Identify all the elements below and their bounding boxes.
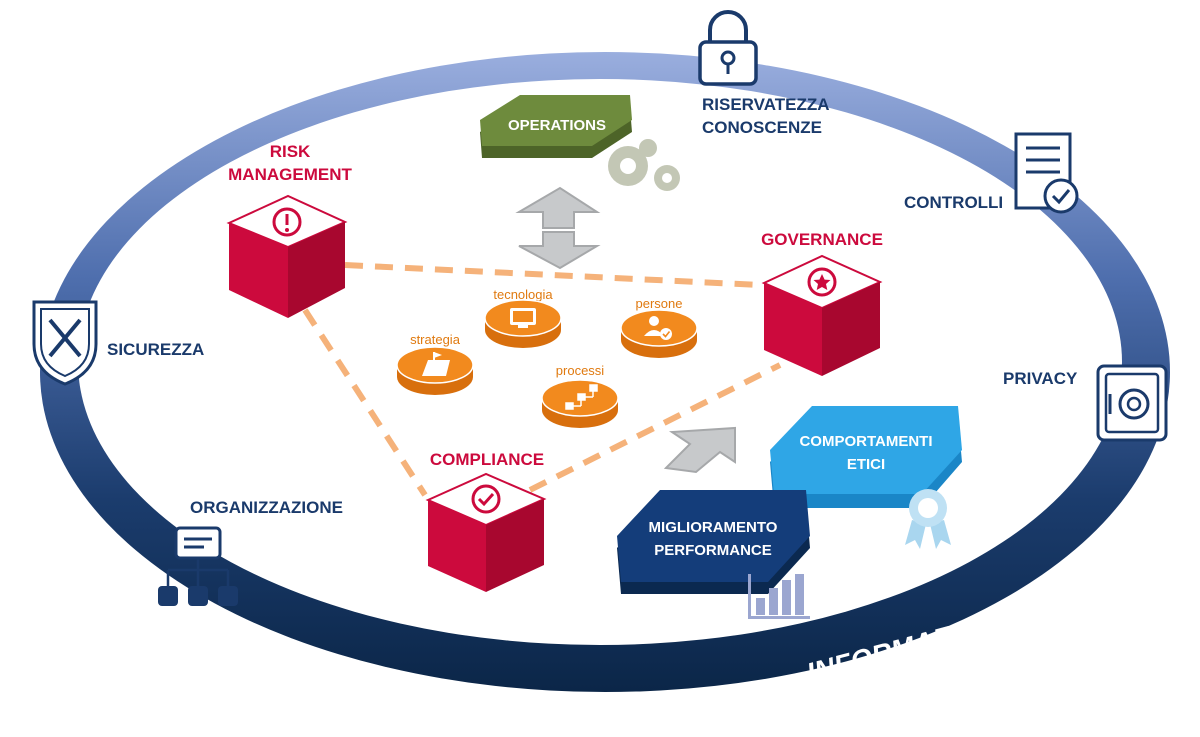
warning-exclamation-icon <box>272 207 302 237</box>
diagonal-arrow-icon <box>663 426 736 474</box>
tecnologia-disc: tecnologia <box>484 287 562 348</box>
checklist-document-icon <box>1014 132 1079 214</box>
strategia-label: strategia <box>410 332 461 347</box>
miglioramento-label-1: MIGLIORAMENTO <box>649 519 778 536</box>
operations-platform: OPERATIONS <box>480 95 632 158</box>
operations-label: OPERATIONS <box>508 117 606 134</box>
persone-label: persone <box>636 296 683 311</box>
comportamenti-label-2: ETICI <box>847 456 885 473</box>
comportamenti-label-1: COMPORTAMENTI <box>799 433 932 450</box>
tecnologia-label: tecnologia <box>493 287 553 302</box>
gears-icon <box>608 139 680 191</box>
sicurezza-label: SICUREZZA <box>107 340 204 359</box>
privacy-label: PRIVACY <box>1003 369 1078 388</box>
shield-swords-icon <box>32 300 98 386</box>
star-badge-icon <box>807 267 837 297</box>
map-flag-icon <box>422 352 450 376</box>
flowchart-icon <box>565 384 598 410</box>
processi-label: processi <box>556 363 605 378</box>
bidirectional-arrow-icon <box>515 186 601 270</box>
miglioramento-label-2: PERFORMANCE <box>654 542 772 559</box>
safe-icon <box>1096 364 1168 442</box>
compliance-label: COMPLIANCE <box>430 450 544 469</box>
controlli-label: CONTROLLI <box>904 193 1003 212</box>
comportamenti-etici-platform: COMPORTAMENTI ETICI <box>770 406 962 508</box>
governance-label: GOVERNANCE <box>761 230 883 249</box>
strategia-disc: strategia <box>396 332 474 395</box>
risk-management-cube <box>226 194 348 318</box>
risk-label-1: RISK <box>270 142 311 161</box>
org-chart-icon <box>158 526 238 606</box>
compliance-cube <box>425 472 547 592</box>
award-ribbon-icon <box>905 489 951 549</box>
monitor-icon <box>510 308 536 328</box>
riservatezza-label-1: RISERVATEZZA <box>702 95 830 114</box>
processi-disc: processi <box>541 363 619 428</box>
risk-label-2: MANAGEMENT <box>228 165 352 184</box>
governance-cube <box>761 254 883 376</box>
persone-disc: persone <box>620 296 698 358</box>
checkmark-icon <box>471 484 501 514</box>
miglioramento-performance-platform: MIGLIORAMENTO PERFORMANCE <box>617 490 810 594</box>
bar-chart-icon <box>748 574 810 619</box>
organizzazione-label: ORGANIZZAZIONE <box>190 498 343 517</box>
riservatezza-label-2: CONOSCENZE <box>702 118 822 137</box>
dashed-triangle <box>302 262 782 497</box>
lock-icon <box>698 10 758 86</box>
person-check-icon <box>644 316 672 340</box>
